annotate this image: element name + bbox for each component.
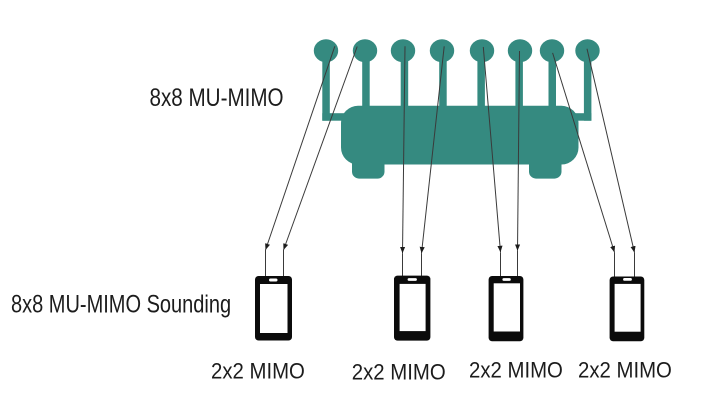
svg-text:8x8 MU-MIMO Sounding: 8x8 MU-MIMO Sounding <box>11 290 231 318</box>
svg-text:2x2 MIMO: 2x2 MIMO <box>352 361 446 385</box>
svg-text:2x2 MIMO: 2x2 MIMO <box>211 360 305 384</box>
svg-text:2x2 MIMO: 2x2 MIMO <box>469 359 563 383</box>
svg-text:2x2 MIMO: 2x2 MIMO <box>578 359 672 383</box>
svg-text:8x8 MU-MIMO: 8x8 MU-MIMO <box>150 83 284 111</box>
